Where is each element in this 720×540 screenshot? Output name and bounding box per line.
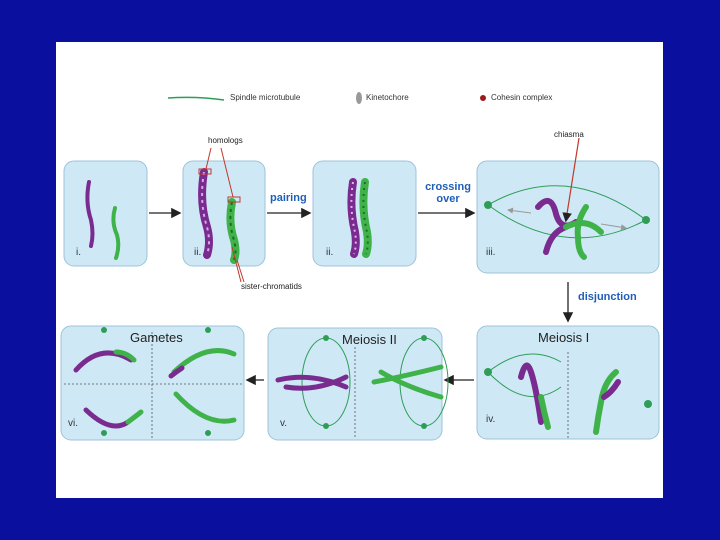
panel-iii xyxy=(477,161,659,273)
panel-i-label: i. xyxy=(76,247,81,258)
gametes-title: Gametes xyxy=(130,330,183,345)
pairing-label: pairing xyxy=(270,192,307,204)
meiosis-ii-pole-1 xyxy=(323,335,329,341)
panel-v-label: v. xyxy=(280,418,287,429)
meiosis-diagram xyxy=(56,42,663,498)
meiosis-i-title: Meiosis I xyxy=(538,330,589,345)
spindle-pole-left xyxy=(484,201,492,209)
legend-kinetochore-label: Kinetochore xyxy=(366,93,409,102)
spindle-pole-right xyxy=(642,216,650,224)
crossing-label-line1: crossing xyxy=(423,181,473,193)
panel-iv-label: iv. xyxy=(486,414,495,425)
panel-iii-label: iii. xyxy=(486,247,495,258)
legend-cohesin-label: Cohesin complex xyxy=(491,93,552,102)
gamete-pole-1 xyxy=(101,327,107,333)
disjunction-label: disjunction xyxy=(578,291,637,303)
meiosis-i-pole-right xyxy=(644,400,652,408)
legend-spindle-label: Spindle microtubule xyxy=(230,93,300,102)
gamete-pole-4 xyxy=(205,430,211,436)
chiasma-callout: chiasma xyxy=(554,130,584,139)
sister-chromatids-callout: sister-chromatids xyxy=(241,282,302,291)
gamete-pole-3 xyxy=(101,430,107,436)
panel-ii-label: ii. xyxy=(194,247,201,258)
crossing-over-label: crossing over xyxy=(423,181,473,205)
panel-vi-label: vi. xyxy=(68,418,78,429)
meiosis-ii-pole-3 xyxy=(421,335,427,341)
panel-ii-paired-label: ii. xyxy=(326,247,333,258)
legend-cohesin-swatch xyxy=(480,95,486,101)
crossing-label-line2: over xyxy=(423,193,473,205)
legend-kinetochore-swatch xyxy=(356,92,362,104)
meiosis-ii-pole-2 xyxy=(323,423,329,429)
meiosis-ii-pole-4 xyxy=(421,423,427,429)
slide: Spindle microtubule Kinetochore Cohesin … xyxy=(56,42,663,498)
gamete-pole-2 xyxy=(205,327,211,333)
meiosis-ii-title: Meiosis II xyxy=(342,332,397,347)
homologs-callout: homologs xyxy=(208,136,243,145)
meiosis-i-pole-left xyxy=(484,368,492,376)
legend-spindle-swatch xyxy=(168,97,224,100)
